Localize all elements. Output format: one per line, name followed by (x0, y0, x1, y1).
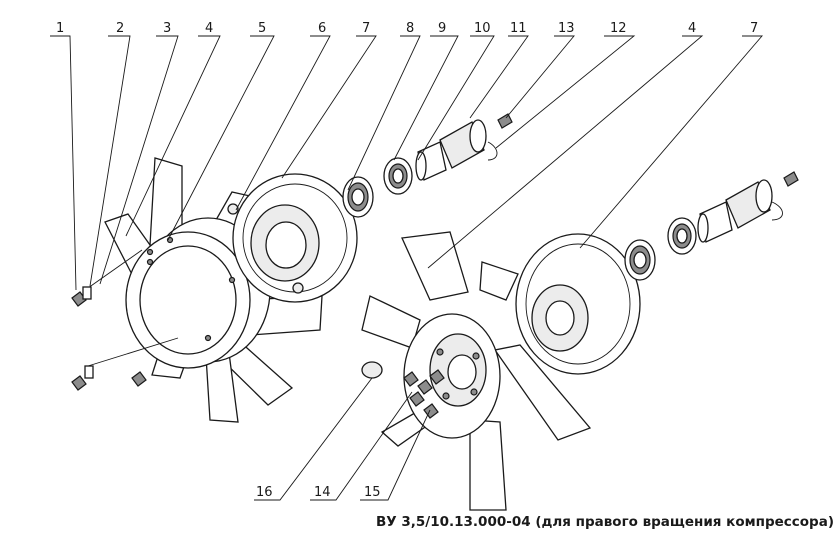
right-bearing-1 (624, 239, 656, 281)
drawing-caption: ВУ 3,5/10.13.000-04 (для правого вращени… (375, 514, 834, 530)
callout-15: 15 (364, 485, 381, 500)
left-sleeve-10 (415, 141, 447, 181)
left-pulley (227, 173, 358, 303)
callout-numbers: 1 2 3 4 5 6 7 8 9 10 11 13 12 4 7 16 14 … (56, 21, 758, 500)
callout-4: 4 (205, 21, 213, 36)
callout-1: 1 (56, 21, 64, 36)
callout-8: 8 (406, 21, 414, 36)
callout-12: 12 (610, 21, 627, 36)
callout-14: 14 (314, 485, 331, 500)
left-bearing-9 (383, 157, 413, 195)
callout-4-right: 4 (688, 21, 696, 36)
right-pulley (515, 233, 641, 375)
callout-13: 13 (558, 21, 575, 36)
right-fan-blades (361, 231, 592, 511)
left-mounting-ring (125, 231, 251, 369)
left-shaft-11 (439, 119, 498, 169)
callout-6: 6 (318, 21, 326, 36)
callout-2: 2 (116, 21, 124, 36)
callout-3: 3 (163, 21, 171, 36)
right-fan-hub (403, 313, 501, 439)
callout-5: 5 (258, 21, 266, 36)
left-fasteners (71, 249, 179, 391)
callout-10: 10 (474, 21, 491, 36)
key-16 (361, 361, 383, 379)
right-grease-nipple (783, 171, 799, 187)
callout-7-right: 7 (750, 21, 758, 36)
right-shaft (725, 179, 783, 229)
right-sleeve (697, 201, 733, 243)
callout-9: 9 (438, 21, 446, 36)
left-grease-nipple-13 (497, 113, 513, 129)
right-bearing-2 (667, 217, 697, 255)
right-bolts-14-15 (403, 369, 445, 419)
callout-11: 11 (510, 21, 527, 36)
callout-16: 16 (256, 485, 273, 500)
left-bearing-8 (342, 176, 374, 218)
callout-leaders (50, 35, 763, 501)
callout-7: 7 (362, 21, 370, 36)
